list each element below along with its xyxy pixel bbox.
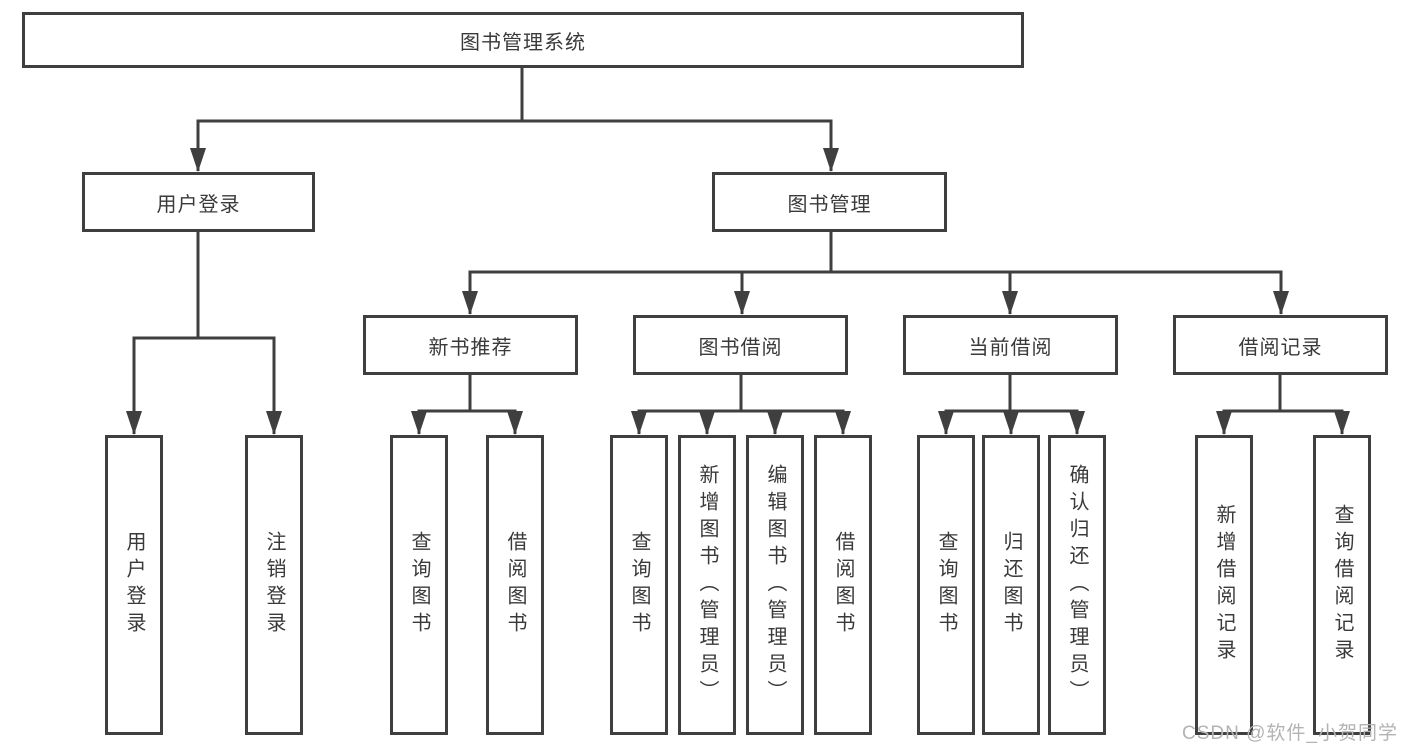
connector-borrow-record-to-leaves — [1216, 375, 1350, 435]
leaf-query-books-3-label: 查询图书 — [935, 531, 957, 639]
node-root-library-system: 图书管理系统 — [22, 12, 1024, 68]
leaf-add-book-admin-label: 新增图书（管理员） — [696, 463, 718, 707]
leaf-query-borrow-record: 查询借阅记录 — [1313, 435, 1371, 735]
connector-user-login-to-leaves — [126, 232, 282, 435]
leaf-query-books-1-label: 查询图书 — [408, 531, 430, 639]
leaf-borrow-books-2: 借阅图书 — [814, 435, 872, 735]
leaf-add-book-admin: 新增图书（管理员） — [678, 435, 736, 735]
leaf-borrow-books-1: 借阅图书 — [486, 435, 544, 735]
leaf-confirm-return-admin: 确认归还（管理员） — [1048, 435, 1106, 735]
node-borrow-records: 借阅记录 — [1173, 315, 1388, 375]
connector-new-book-to-leaves — [411, 375, 523, 435]
leaf-borrow-books-2-label: 借阅图书 — [832, 531, 854, 639]
node-current-borrow: 当前借阅 — [903, 315, 1118, 375]
leaf-user-login: 用户登录 — [105, 435, 163, 735]
leaf-logout-label: 注销登录 — [263, 531, 285, 639]
leaf-query-books-3: 查询图书 — [917, 435, 975, 735]
leaf-borrow-books-1-label: 借阅图书 — [504, 531, 526, 639]
leaf-add-borrow-record: 新增借阅记录 — [1195, 435, 1253, 735]
connector-root-to-level2 — [190, 68, 839, 172]
leaf-query-books-2-label: 查询图书 — [628, 531, 650, 639]
node-book-borrow: 图书借阅 — [633, 315, 848, 375]
node-user-login: 用户登录 — [82, 172, 315, 232]
connector-current-borrow-to-leaves — [938, 375, 1085, 435]
leaf-return-book-label: 归还图书 — [1000, 531, 1022, 639]
leaf-edit-book-admin-label: 编辑图书（管理员） — [764, 463, 786, 707]
watermark: CSDN @软件_小贺同学 — [1182, 723, 1398, 744]
connector-book-borrow-to-leaves — [631, 375, 851, 435]
leaf-return-book: 归还图书 — [982, 435, 1040, 735]
leaf-logout: 注销登录 — [245, 435, 303, 735]
connector-book-management-to-level3 — [462, 232, 1289, 315]
leaf-user-login-label: 用户登录 — [123, 531, 145, 639]
leaf-query-books-1: 查询图书 — [390, 435, 448, 735]
node-new-book-recommend: 新书推荐 — [363, 315, 578, 375]
leaf-query-borrow-record-label: 查询借阅记录 — [1331, 504, 1353, 666]
leaf-confirm-return-admin-label: 确认归还（管理员） — [1066, 463, 1088, 707]
leaf-add-borrow-record-label: 新增借阅记录 — [1213, 504, 1235, 666]
node-book-management: 图书管理 — [712, 172, 947, 232]
leaf-edit-book-admin: 编辑图书（管理员） — [746, 435, 804, 735]
leaf-query-books-2: 查询图书 — [610, 435, 668, 735]
